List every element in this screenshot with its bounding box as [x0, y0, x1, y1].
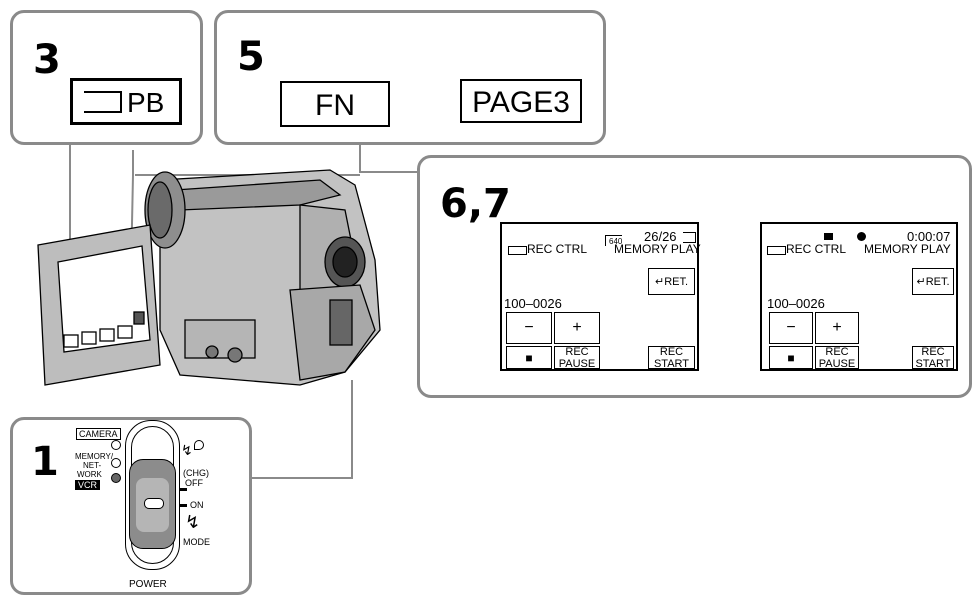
lcd-screen-before: 640 26/26 REC CTRL MEMORY PLAY ↵RET. 100…: [500, 222, 701, 371]
lcd-screen-after: 0:00:07 REC CTRL MEMORY PLAY ↵RET. 100–0…: [760, 222, 958, 371]
image-counter: 26/26: [644, 229, 677, 244]
plus-button[interactable]: +: [815, 312, 859, 344]
fn-label: FN: [315, 89, 355, 122]
ret-label: ↵RET.: [916, 275, 950, 288]
power-switch-knob[interactable]: [129, 459, 176, 549]
rec-pause-line1: REC: [825, 345, 849, 358]
fn-button[interactable]: FN: [280, 81, 390, 127]
memory-network-label-1: MEMORY/: [75, 452, 114, 461]
flash-icon: ↯: [181, 442, 193, 458]
mode-arrow-icon: ↯: [185, 512, 201, 532]
file-number: 100–0026: [504, 296, 562, 311]
camcorder-illustration: [37, 169, 381, 386]
minus-button[interactable]: −: [769, 312, 813, 344]
power-label: POWER: [129, 579, 167, 590]
pb-button[interactable]: PB: [70, 78, 182, 125]
key-icon: [194, 440, 204, 450]
rec-start-button[interactable]: REC START: [648, 345, 695, 370]
ret-button[interactable]: ↵RET.: [648, 268, 695, 295]
plus-button[interactable]: +: [554, 312, 600, 344]
recording-dot-icon: [857, 232, 866, 241]
step1-panel: 1 CAMERA MEMORY/ NET- WORK VCR ↯ (CHG) O…: [10, 417, 252, 595]
cassette-icon: [508, 246, 527, 255]
memory-lamp-icon: [111, 458, 121, 468]
mode-label: MODE: [183, 537, 210, 547]
minus-button[interactable]: −: [506, 312, 552, 344]
rec-pause-button[interactable]: REC PAUSE: [554, 345, 600, 370]
on-label: ON: [190, 500, 204, 510]
step-number-6-7: 6,7: [440, 181, 511, 227]
rec-pause-line1: REC: [565, 345, 589, 358]
vcr-lamp-icon: [111, 473, 121, 483]
elapsed-time: 0:00:07: [907, 229, 951, 244]
chg-label: (CHG): [183, 468, 209, 478]
rec-start-line2: START: [915, 357, 951, 370]
recording-indicator-icon: [824, 233, 833, 240]
rec-start-button[interactable]: REC START: [912, 345, 954, 370]
leader-line-step1: [252, 380, 353, 479]
step-number-1: 1: [31, 439, 59, 485]
rec-ctrl-label: REC CTRL: [786, 242, 847, 256]
step67-panel: 6,7 640 26/26 REC CTRL MEMORY PLAY ↵RET.…: [417, 155, 972, 398]
pb-label: PB: [127, 87, 165, 118]
leader-line-step5: [359, 145, 420, 173]
ret-text: RET.: [664, 275, 689, 288]
power-switch[interactable]: [125, 420, 180, 570]
file-number: 100–0026: [767, 296, 825, 311]
off-tick: [179, 488, 187, 491]
off-label: OFF: [185, 478, 203, 488]
rec-start-line1: REC: [659, 345, 684, 358]
camera-lamp-icon: [111, 440, 121, 450]
rec-pause-line2: PAUSE: [558, 357, 596, 370]
stop-button[interactable]: ■: [769, 346, 813, 369]
ret-label: ↵RET.: [654, 275, 689, 288]
cassette-icon: [767, 246, 786, 255]
step3-panel: 3 PB: [10, 10, 203, 145]
memory-network-label-2: NET-: [83, 461, 102, 470]
rec-pause-button[interactable]: REC PAUSE: [815, 345, 859, 370]
rec-start-line1: REC: [921, 345, 945, 358]
on-tick: [179, 504, 187, 507]
cassette-icon: [84, 91, 122, 113]
page3-label: PAGE3: [472, 86, 570, 119]
step5-panel: 5 FN PAGE3: [214, 10, 606, 145]
stop-button[interactable]: ■: [506, 346, 552, 369]
rec-pause-line2: PAUSE: [818, 357, 856, 370]
camera-mode-label: CAMERA: [76, 428, 121, 440]
memory-play-label: MEMORY PLAY: [864, 242, 951, 256]
vcr-mode-label: VCR: [75, 480, 101, 490]
step-number-5: 5: [237, 34, 265, 80]
memory-network-label-3: WORK: [77, 470, 102, 479]
ret-text: RET.: [925, 275, 950, 288]
power-switch-button: [144, 498, 164, 509]
rec-ctrl-label: REC CTRL: [527, 242, 588, 256]
rec-start-line2: START: [653, 357, 690, 370]
image-size-icon: 640: [605, 235, 623, 246]
step-number-3: 3: [33, 37, 61, 83]
page3-button[interactable]: PAGE3: [460, 79, 582, 123]
memory-card-icon: [683, 232, 696, 243]
memory-play-label: MEMORY PLAY: [614, 242, 701, 256]
ret-button[interactable]: ↵RET.: [912, 268, 954, 295]
